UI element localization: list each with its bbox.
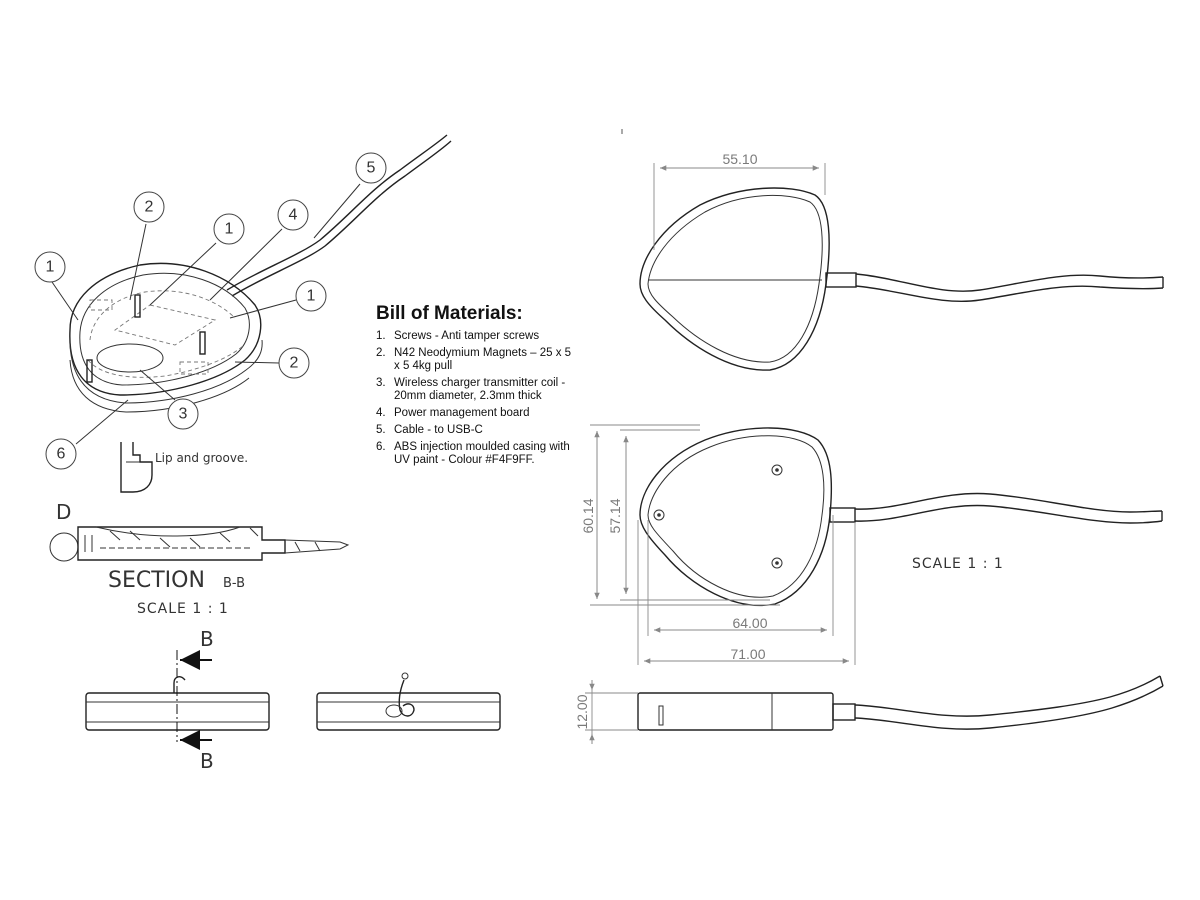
section-id: B-B — [223, 576, 245, 591]
bom-item-num: 1. — [376, 330, 386, 342]
bom-item: 5. Cable - to USB-C — [376, 424, 576, 437]
dim-top-width: 55.10 — [722, 151, 757, 167]
balloon-6: 6 — [45, 438, 77, 470]
section-view: D SECTION B-B SCALE 1 : 1 — [49, 500, 350, 617]
section-scale: SCALE 1 : 1 — [137, 601, 229, 617]
front-view: 60.14 57.14 64.00 71.00 — [580, 424, 1163, 665]
balloon-4: 4 — [277, 199, 309, 231]
bom-item-text: Cable - to USB-C — [394, 424, 483, 436]
bom-item-text: Power management board — [394, 407, 530, 419]
svg-text:1: 1 — [307, 288, 316, 305]
bom-item-text: Screws - Anti tamper screws — [394, 330, 540, 342]
bom-item: 6. ABS injection moulded casing with UV p… — [376, 441, 576, 467]
side-view: 12.00 — [574, 675, 1164, 744]
dim-inner-width: 64.00 — [732, 615, 767, 631]
svg-text:1: 1 — [225, 221, 234, 238]
right-scale: SCALE 1 : 1 — [912, 556, 1004, 572]
isometric-view — [69, 134, 452, 413]
bom-title: Bill of Materials: — [376, 303, 523, 324]
balloon-2a: 2 — [133, 191, 165, 223]
svg-text:3: 3 — [179, 406, 188, 423]
top-view: 55.10 — [621, 129, 1164, 371]
bom-item: 4. Power management board — [376, 407, 576, 420]
bom-item-text: N42 Neodymium Magnets – 25 x 5 x 5 4kg p… — [394, 347, 572, 372]
bom-item: 2. N42 Neodymium Magnets – 25 x 5 x 5 4kg… — [376, 347, 576, 373]
detail-letter: D — [56, 500, 71, 524]
dim-thickness: 12.00 — [574, 694, 590, 729]
svg-text:4: 4 — [289, 207, 298, 224]
lip-groove-detail: Lip and groove. — [120, 442, 248, 493]
dim-inner-height: 57.14 — [607, 498, 623, 533]
bottom-middle-view — [316, 672, 501, 731]
section-title: SECTION — [108, 568, 205, 593]
bottom-left-view: B B — [85, 627, 270, 773]
svg-text:5: 5 — [367, 160, 376, 177]
svg-text:6: 6 — [57, 446, 66, 463]
bom-item: 1. Screws - Anti tamper screws — [376, 330, 576, 343]
bill-of-materials: Bill of Materials: 1. Screws - Anti tampe… — [376, 303, 576, 471]
detail-circle — [49, 532, 79, 562]
bom-list: 1. Screws - Anti tamper screws 2. N42 Neod… — [376, 330, 576, 467]
bom-item-num: 6. — [376, 441, 386, 453]
bom-item-text: ABS injection moulded casing with UV pai… — [394, 441, 570, 466]
balloon-1c: 1 — [295, 280, 327, 312]
dim-outer-height: 60.14 — [580, 498, 596, 533]
bom-item-num: 4. — [376, 407, 386, 419]
bom-item-num: 3. — [376, 377, 386, 389]
lip-groove-label: Lip and groove. — [155, 451, 248, 465]
svg-text:1: 1 — [46, 259, 55, 276]
balloon-5: 5 — [355, 152, 387, 184]
cut-label-bottom: B — [200, 749, 214, 773]
svg-text:2: 2 — [145, 199, 154, 216]
svg-text:2: 2 — [290, 355, 299, 372]
balloon-leaders — [51, 183, 361, 445]
bom-item: 3. Wireless charger transmitter coil - 20… — [376, 377, 576, 403]
dim-outer-width: 71.00 — [730, 646, 765, 662]
bom-item-text: Wireless charger transmitter coil - 20mm… — [394, 377, 566, 402]
balloon-1b: 1 — [213, 213, 245, 245]
bom-item-num: 2. — [376, 347, 386, 359]
balloon-3: 3 — [167, 398, 199, 430]
balloons: 1 2 1 4 5 1 2 3 6 — [34, 152, 387, 470]
cut-label-top: B — [200, 627, 214, 651]
balloon-1a: 1 — [34, 251, 66, 283]
bom-item-num: 5. — [376, 424, 386, 436]
balloon-2b: 2 — [278, 347, 310, 379]
